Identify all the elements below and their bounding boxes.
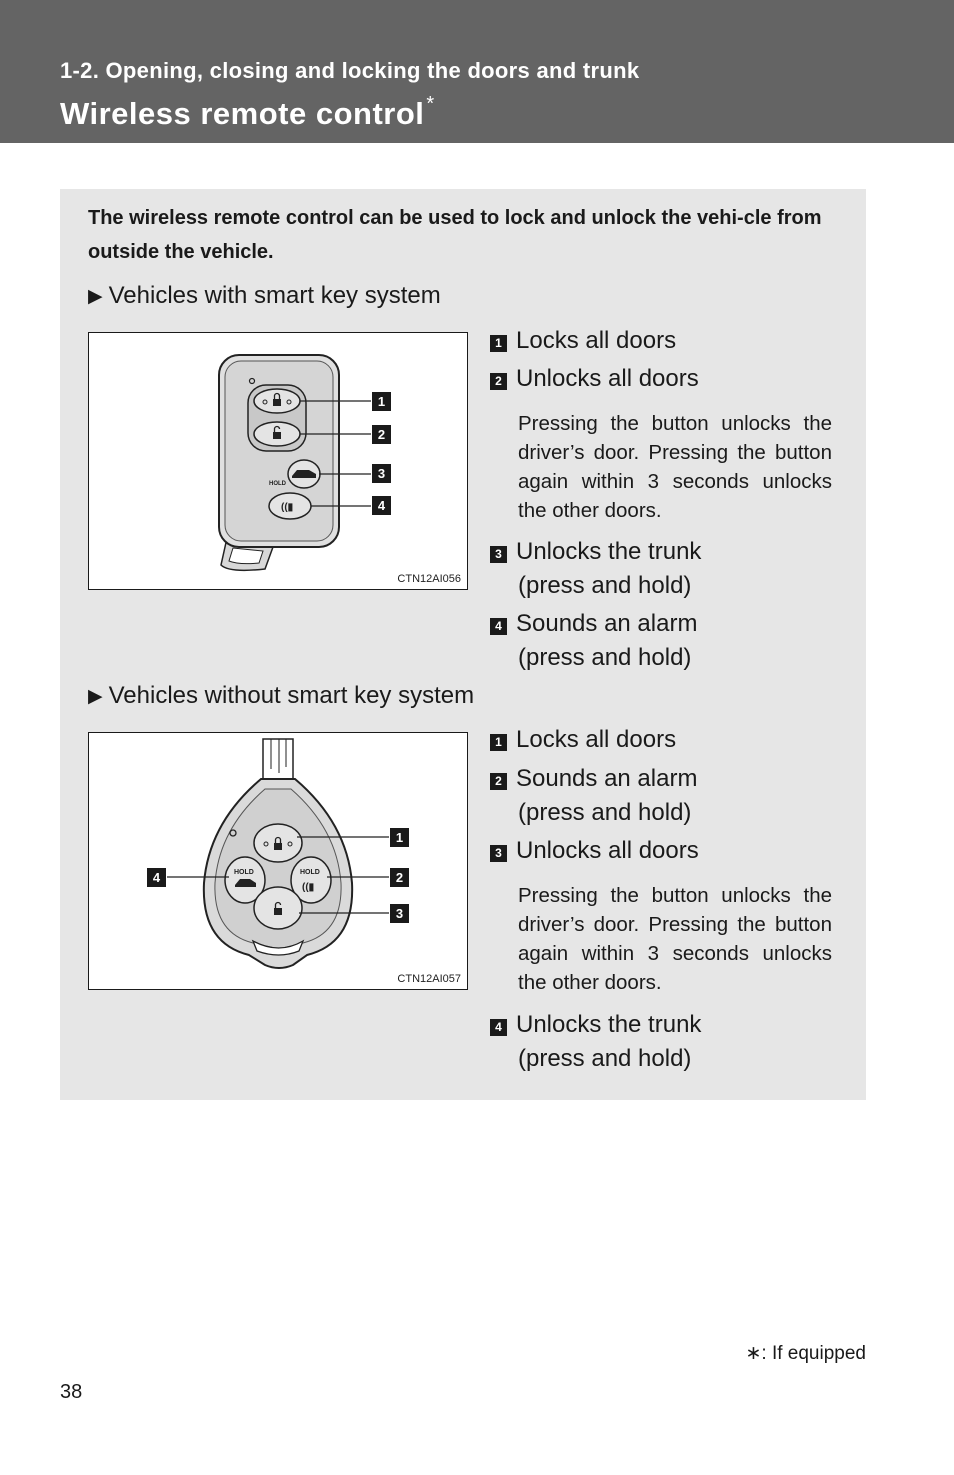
page-number: 38 — [60, 1381, 82, 1404]
item-label: Locks all doors — [516, 726, 676, 753]
svg-text:3: 3 — [396, 906, 403, 921]
callout-number: 1 — [490, 734, 507, 751]
smart-item-1: 1 Locks all doors — [490, 324, 676, 358]
hold-label: HOLD — [234, 869, 254, 876]
svg-text:1: 1 — [396, 830, 403, 845]
callout-number: 2 — [490, 373, 507, 390]
page-title: Wireless remote control* — [60, 93, 435, 132]
smart-key-heading-text: Vehicles with smart key system — [109, 282, 441, 309]
item-label: Sounds an alarm — [516, 765, 697, 792]
triangle-icon: ▶ — [88, 286, 103, 307]
triangle-icon: ▶ — [88, 686, 103, 707]
item-label: Unlocks all doors — [516, 837, 699, 864]
no-smart-item-2: 2 Sounds an alarm (press and hold) — [490, 762, 697, 830]
svg-text:((▮: ((▮ — [302, 882, 314, 893]
smart-key-figure: HOLD ((▮ 1 2 3 4 CTN12AI056 — [88, 332, 468, 590]
svg-text:((▮: ((▮ — [281, 502, 293, 513]
asterisk-mark: * — [426, 93, 434, 115]
callout-number: 4 — [490, 1019, 507, 1036]
no-smart-item-3: 3 Unlocks all doors — [490, 834, 699, 868]
intro-text: The wireless remote control can be used … — [88, 201, 840, 269]
figure-code: CTN12AI057 — [397, 973, 461, 985]
no-smart-item-4: 4 Unlocks the trunk (press and hold) — [490, 1008, 701, 1076]
smart-key-heading: ▶ Vehicles with smart key system — [88, 282, 441, 310]
callout-number: 1 — [490, 335, 507, 352]
callout-number: 2 — [490, 773, 507, 790]
item-label: Locks all doors — [516, 327, 676, 354]
svg-text:3: 3 — [378, 466, 385, 481]
item-sublabel: (press and hold) — [490, 569, 701, 603]
item-label: Unlocks the trunk — [516, 538, 701, 565]
smart-item-2: 2 Unlocks all doors — [490, 362, 699, 396]
svg-text:4: 4 — [378, 498, 386, 513]
item-sublabel: (press and hold) — [490, 641, 697, 675]
smart-item-3: 3 Unlocks the trunk (press and hold) — [490, 535, 701, 603]
page-header: 1-2. Opening, closing and locking the do… — [0, 0, 954, 143]
svg-text:2: 2 — [378, 427, 385, 442]
content-panel: The wireless remote control can be used … — [60, 189, 866, 1100]
callout-number: 4 — [490, 618, 507, 635]
smart-item-4: 4 Sounds an alarm (press and hold) — [490, 607, 697, 675]
no-smart-key-heading-text: Vehicles without smart key system — [109, 682, 474, 709]
smart-item-2-note: Pressing the button unlocks the driver’s… — [518, 409, 832, 525]
callout-number: 3 — [490, 845, 507, 862]
svg-text:1: 1 — [378, 394, 385, 409]
section-title: 1-2. Opening, closing and locking the do… — [60, 58, 639, 84]
no-smart-key-heading: ▶ Vehicles without smart key system — [88, 682, 474, 710]
no-smart-item-1: 1 Locks all doors — [490, 723, 676, 757]
figure-code: CTN12AI056 — [397, 573, 461, 585]
item-label: Unlocks all doors — [516, 365, 699, 392]
no-smart-item-3-note: Pressing the button unlocks the driver’s… — [518, 881, 832, 997]
footnote: ∗: If equipped — [745, 1342, 866, 1365]
hold-label: HOLD — [269, 481, 287, 487]
item-label: Sounds an alarm — [516, 610, 697, 637]
hold-label: HOLD — [300, 869, 320, 876]
smart-key-illustration: HOLD ((▮ 1 2 3 4 — [89, 333, 467, 589]
key-fob-illustration: HOLD HOLD ((▮ 1 2 3 4 — [89, 733, 467, 989]
svg-text:4: 4 — [153, 870, 161, 885]
item-sublabel: (press and hold) — [490, 1042, 701, 1076]
no-smart-key-figure: HOLD HOLD ((▮ 1 2 3 4 CTN12AI057 — [88, 732, 468, 990]
callout-number: 3 — [490, 546, 507, 563]
svg-text:2: 2 — [396, 870, 403, 885]
item-sublabel: (press and hold) — [490, 796, 697, 830]
item-label: Unlocks the trunk — [516, 1011, 701, 1038]
page-title-text: Wireless remote control — [60, 96, 424, 131]
